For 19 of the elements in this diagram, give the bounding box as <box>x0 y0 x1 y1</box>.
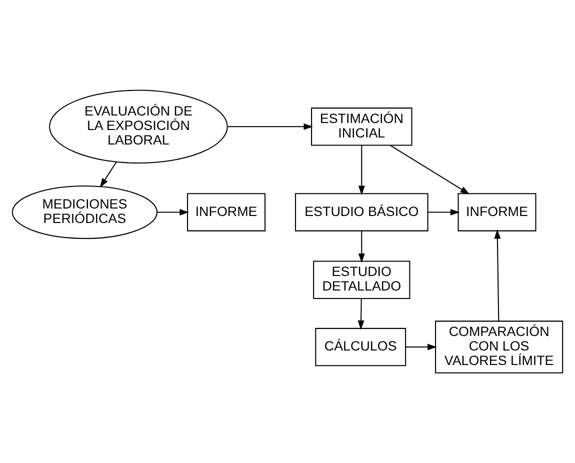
arrow <box>358 145 365 196</box>
node-box: ESTIMACIÓN INICIAL <box>311 108 412 146</box>
node-box: CÁLCULOS <box>315 328 406 366</box>
node-box: ESTUDIO BÁSICO <box>295 193 428 232</box>
node-ellipse: EVALUACIÓN DE LA EXPOSICIÓN LABORAL <box>49 90 228 164</box>
node-box: INFORME <box>187 193 266 232</box>
arrow <box>390 144 470 194</box>
arrow <box>358 230 365 263</box>
node-box: COMPARACIÓN CON LOS VALORES LÍMITE <box>435 320 564 374</box>
arrow <box>406 344 437 350</box>
arrow <box>157 208 189 216</box>
node-box: ESTUDIO DETALLADO <box>313 260 410 299</box>
arrow <box>428 208 460 216</box>
arrow <box>100 162 117 188</box>
node-box: INFORME <box>458 193 536 232</box>
arrow <box>494 229 501 322</box>
node-ellipse: MEDICIONES PERIÓDICAS <box>12 185 158 239</box>
arrow <box>358 298 364 330</box>
arrow <box>228 123 314 130</box>
